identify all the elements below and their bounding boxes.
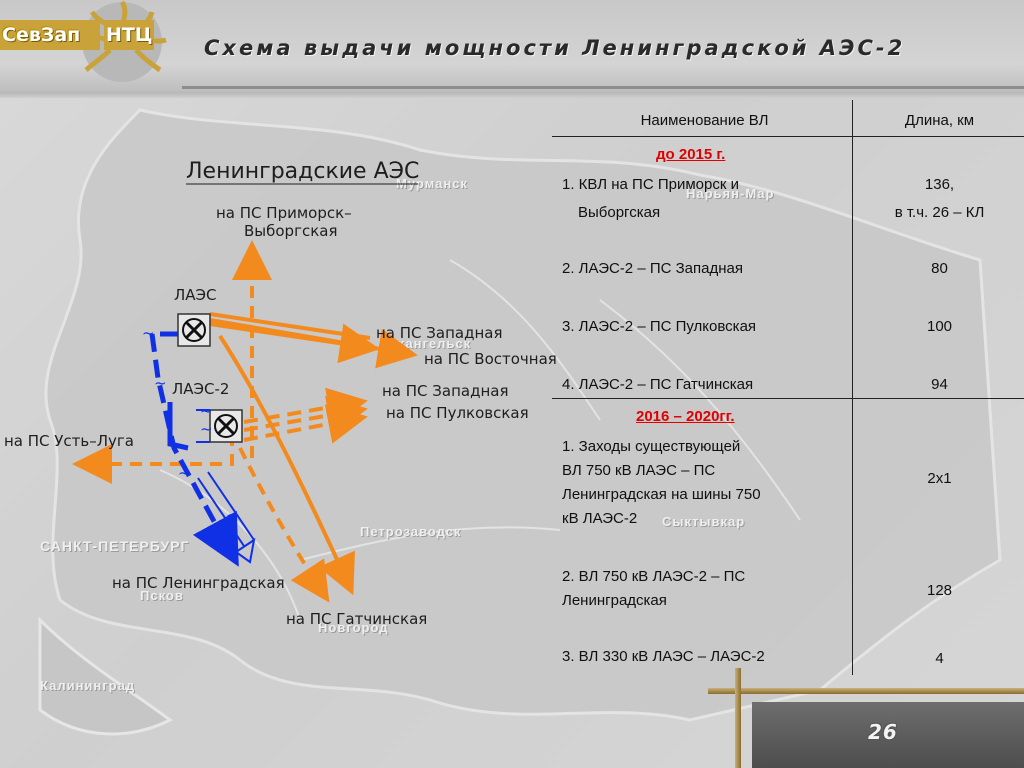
table-row-7-length: 4 [935, 650, 944, 667]
footer-bar-horizontal [708, 688, 1024, 694]
logo-text: СевЗап [2, 24, 81, 46]
laes2-line-750-outline [197, 471, 256, 564]
table-row-6-name: Ленинградская [562, 592, 667, 609]
ac-symbol: ~ [178, 464, 191, 482]
logo-text-ntc: НТЦ [106, 24, 153, 46]
laes-line-zapadnaya [209, 312, 418, 369]
footer-box [752, 702, 1024, 768]
table-header-length: Длина, км [904, 112, 975, 129]
city-label: Сыктывкар [662, 514, 746, 529]
dest-vostochnaya: на ПС Восточная [424, 350, 557, 368]
page-title: Схема выдачи мощности Ленинградской АЭС-… [204, 36, 906, 60]
header-band [0, 0, 1024, 92]
city-label: Новгород [318, 620, 389, 635]
period-label-2016-2020: 2016 – 2020гг. [636, 408, 735, 425]
page-number: 26 [868, 720, 898, 744]
period-label-before-2015: до 2015 г. [656, 146, 726, 163]
table-row-2-length: 80 [931, 260, 948, 277]
table-row-3-length: 100 [926, 318, 953, 335]
table-row-4-length: 94 [931, 376, 948, 393]
table-row-5-length: 2х1 [927, 470, 952, 487]
scheme-title: Ленинградские АЭС [186, 159, 419, 184]
table-row-5-name: кВ ЛАЭС-2 [562, 510, 638, 527]
dest-primorsk-2: Выборгская [244, 222, 338, 240]
table-row-1-name: 1. КВЛ на ПС Приморск и [562, 176, 739, 193]
laes2-symbol [196, 409, 243, 443]
ac-symbol: ~ [226, 506, 239, 524]
table-row-4-name: 4. ЛАЭС-2 – ПС Гатчинская [562, 376, 754, 393]
city-label: Псков [140, 588, 184, 603]
laes2-line-ustluga-dashed [72, 434, 234, 484]
table-row-1-name: Выборгская [578, 204, 661, 221]
header-divider [182, 86, 1024, 89]
footer-bar-vertical [735, 668, 741, 768]
laes2-line-750-blue [167, 402, 189, 451]
table-row-1-length: в т.ч. 26 – КЛ [894, 204, 985, 221]
laes2-lines-dashed [243, 387, 368, 444]
table-row-3-name: 3. ЛАЭС-2 – ПС Пулковская [562, 318, 757, 335]
dest-pulkovskaya: на ПС Пулковская [386, 404, 529, 422]
table-row-6-name: 2. ВЛ 750 кВ ЛАЭС-2 – ПС [562, 568, 746, 585]
dest-ustluga: на ПС Усть–Луга [4, 432, 134, 450]
city-label: Калининград [40, 678, 136, 693]
table-row-5-name: ВЛ 750 кВ ЛАЭС – ПС [562, 462, 716, 479]
table-row-5-name: 1. Заходы существующей [562, 438, 741, 455]
sun-logo-icon [0, 0, 167, 82]
laes-line-750-blue [149, 331, 239, 567]
table-row-6-length: 128 [926, 582, 953, 599]
table-row-2-name: 2. ЛАЭС-2 – ПС Западная [562, 260, 743, 277]
dest-zapadnaya-2: на ПС Западная [382, 382, 509, 400]
table-row-7-name: 3. ВЛ 330 кВ ЛАЭС – ЛАЭС-2 [562, 648, 765, 665]
ac-symbol: ~ [154, 374, 167, 392]
ac-symbol: ~ [200, 402, 213, 420]
dest-zapadnaya-1: на ПС Западная [376, 324, 503, 342]
transmission-lines-table: Наименование ВЛ Длина, км до 2015 г. 1. … [552, 100, 1024, 675]
table-row-1-length: 136, [924, 176, 955, 193]
logo: СевЗап НТЦ [0, 0, 182, 86]
ac-symbol: ~ [142, 324, 155, 342]
dest-gatchinskaya: на ПС Гатчинская [286, 610, 427, 628]
laes-symbol [177, 313, 211, 347]
dest-leningradskaya: на ПС Ленинградская [112, 574, 285, 592]
laes-line-gatchinskaya [218, 334, 355, 596]
header-shadow [0, 92, 1024, 98]
table-row-5-name: Ленинградская на шины 750 [562, 486, 761, 503]
table-header-rule [552, 136, 1024, 137]
table-column-divider [852, 100, 853, 675]
dest-primorsk-1: на ПС Приморск– [216, 204, 352, 222]
city-label: Петрозаводск [360, 524, 462, 539]
laes2-label: ЛАЭС-2 [172, 380, 229, 398]
ac-symbol: ~ [200, 420, 213, 438]
power-scheme-diagram: Ленинградские АЭС [4, 159, 557, 628]
table-header-name: Наименование ВЛ [640, 112, 769, 129]
city-label: Нарьян-Мар [686, 186, 775, 201]
city-label: САНКТ-ПЕТЕРБУРГ [40, 538, 190, 554]
city-label: Мурманск [396, 176, 468, 191]
laes-label: ЛАЭС [174, 286, 217, 304]
laes2-line-gatchinskaya-dashed [238, 447, 330, 603]
table-period-rule [552, 398, 1024, 399]
